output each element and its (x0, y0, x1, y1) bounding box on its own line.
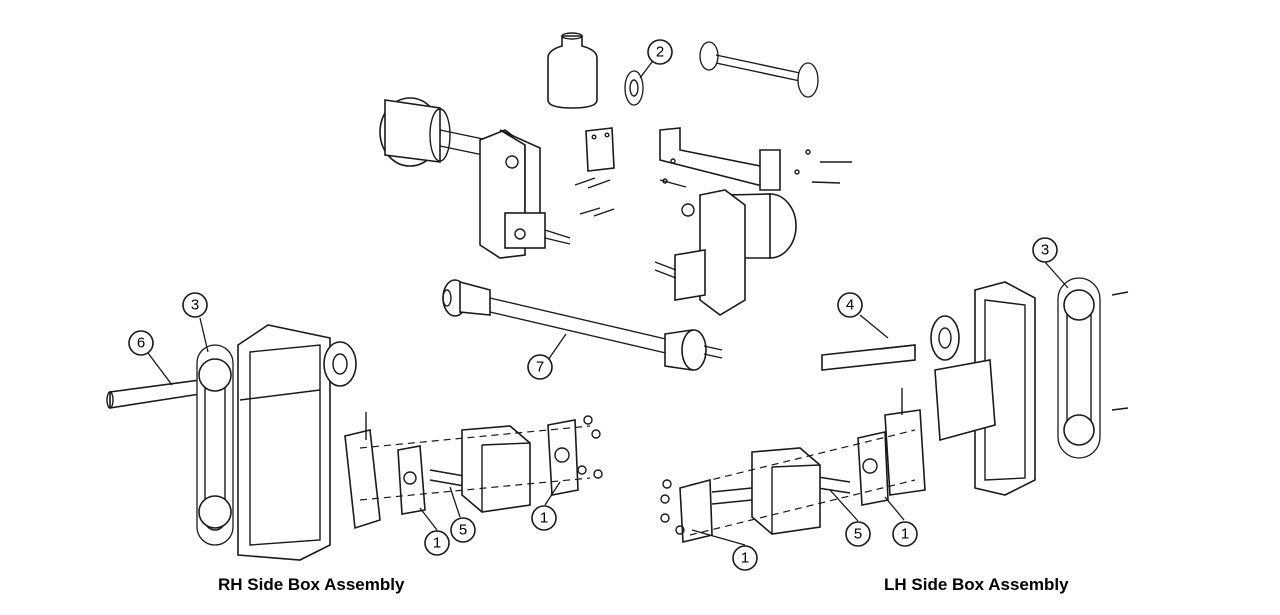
lh-chain-and-sprockets-part-3 (1057, 277, 1129, 459)
callout-5-lh-label: 5 (854, 526, 862, 543)
rh-flange-part-1-a (397, 445, 426, 515)
callout-4-label: 4 (846, 297, 854, 314)
callout-4: 4 (837, 292, 863, 318)
callout-6-label: 6 (137, 335, 145, 352)
sprocket-part-2 (624, 70, 644, 106)
lh-flange-part-1-b (679, 478, 753, 544)
bolts-right (659, 149, 852, 188)
callout-3-lh: 3 (1032, 237, 1058, 263)
lh-dashed-alignment (689, 429, 916, 536)
lh-side-box-caption: LH Side Box Assembly (884, 575, 1069, 594)
rh-mount-bracket (344, 412, 381, 530)
lh-nuts (660, 479, 685, 535)
callout-6: 6 (128, 330, 154, 356)
callout-1-lh-b-label: 1 (901, 526, 909, 543)
callout-1-rh-a: 1 (424, 530, 450, 556)
rh-coupler-housing (461, 425, 531, 513)
lh-gearcase (934, 281, 1036, 496)
upper-right-gearbox-assembly (654, 189, 797, 316)
callout-1-lh-b: 1 (892, 521, 918, 547)
callout-2: 2 (647, 39, 673, 65)
leader-lines (147, 57, 1069, 546)
callout-7-label: 7 (536, 359, 544, 376)
rh-output-shaft-part-6 (106, 379, 201, 409)
oil-bottle (547, 32, 598, 109)
driveshaft-part-7 (442, 279, 723, 371)
callout-5-lh: 5 (845, 521, 871, 547)
lh-bearing-flange (930, 315, 960, 361)
callout-1-lh-a-label: 1 (741, 550, 749, 567)
lh-flange-part-1-a (857, 431, 889, 506)
lh-mount-bracket (884, 388, 926, 496)
rh-nuts (577, 415, 603, 479)
rh-chain-and-sprockets-part-3 (196, 344, 234, 546)
lh-input-shaft-part-4 (821, 344, 916, 371)
frame-bracket (659, 127, 781, 191)
callout-1-lh-a: 1 (732, 545, 758, 571)
callout-7: 7 (527, 354, 553, 380)
rh-flange-part-1-b (547, 419, 579, 496)
callout-1-rh-a-label: 1 (433, 535, 441, 552)
rh-gearcase (237, 324, 331, 561)
callout-2-label: 2 (656, 44, 664, 61)
callout-1-rh-b-label: 1 (540, 510, 548, 527)
rh-bearing-flange (323, 341, 357, 387)
callout-1-rh-b: 1 (531, 505, 557, 531)
callout-3-rh-label: 3 (191, 297, 199, 314)
mounting-plate (585, 127, 615, 172)
rh-dashed-alignment (359, 425, 591, 501)
bolts-left (574, 177, 615, 217)
callout-5-rh: 5 (450, 517, 476, 543)
sprocket-shaft (699, 41, 819, 98)
callout-3-rh: 3 (182, 292, 208, 318)
lh-coupler-housing (751, 447, 821, 535)
upper-left-gearbox-assembly (379, 97, 571, 259)
callout-5-rh-label: 5 (459, 522, 467, 539)
rh-side-box-caption: RH Side Box Assembly (218, 575, 405, 594)
callout-3-lh-label: 3 (1041, 242, 1049, 259)
